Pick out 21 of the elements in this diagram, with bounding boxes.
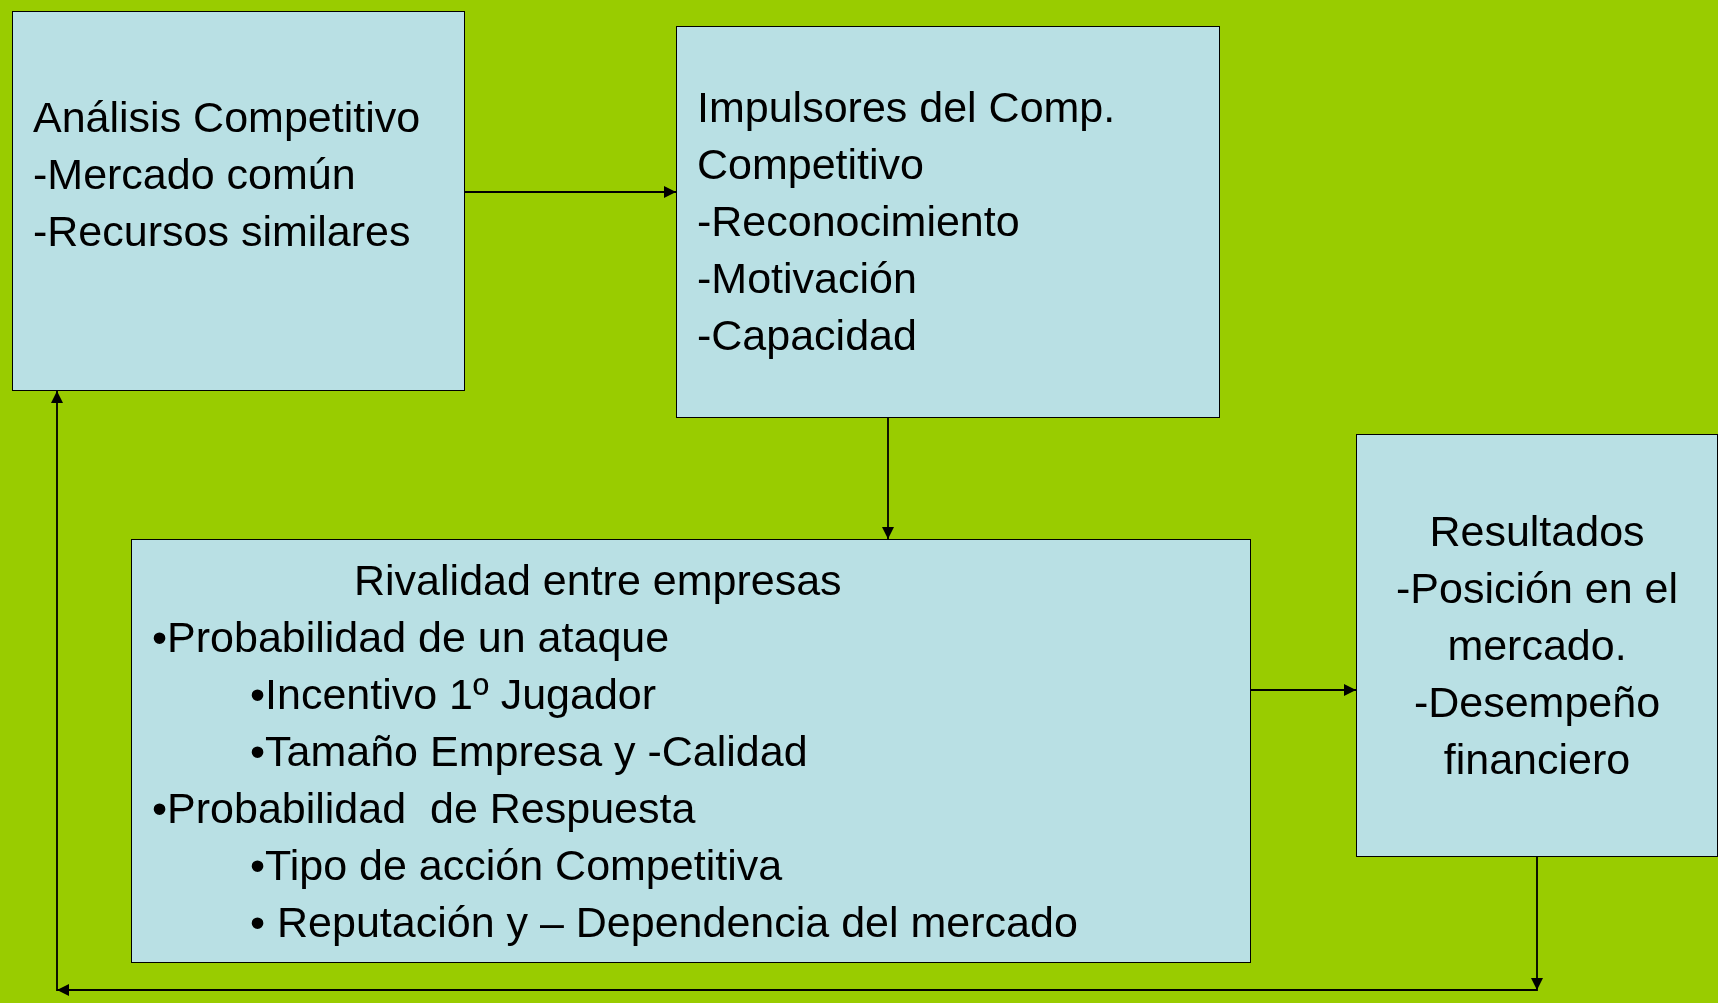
box-text: -Capacidad [696,310,918,361]
box-text: •Probabilidad de un ataque [151,612,671,663]
box-text: Resultados [1428,506,1646,557]
text-box [676,26,1220,418]
box-text: -Desempeño financiero [1412,677,1662,785]
text-box [12,11,465,391]
box-text: •Incentivo 1º Jugador [249,669,658,720]
box-text: -Posición en el mercado. [1394,563,1679,671]
box-text: Impulsores del Comp. Competitivo [696,82,1117,190]
box-text: •Probabilidad de Respuesta [151,783,697,834]
box-text: -Recursos similares [32,206,412,257]
box-text: Rivalidad entre empresas [353,555,843,606]
box-text: •Tamaño Empresa y -Calidad [249,726,809,777]
text-box [1356,434,1718,857]
text-box [131,539,1251,963]
box-text: -Motivación [696,253,918,304]
box-text: -Reconocimiento [696,196,1021,247]
box-text: -Mercado común [32,149,357,200]
box-text: Análisis Competitivo [32,92,422,143]
box-text: • Reputación y – Dependencia del mercado [249,897,1079,948]
box-text: •Tipo de acción Competitiva [249,840,784,891]
